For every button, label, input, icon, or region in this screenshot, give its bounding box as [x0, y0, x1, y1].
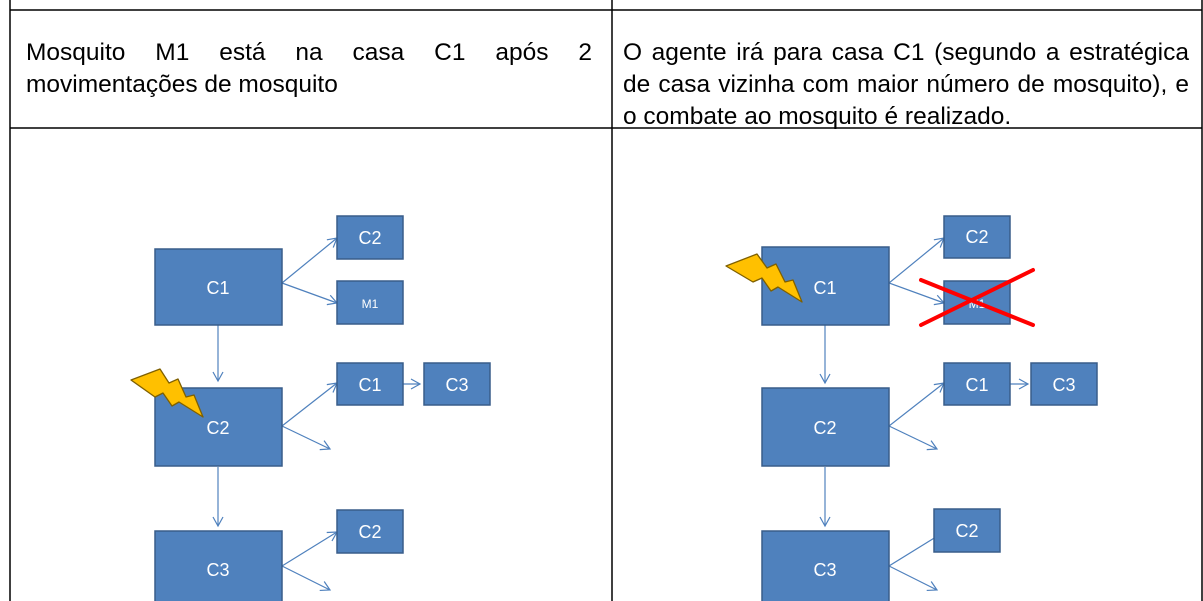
lightning-icon: [725, 253, 803, 303]
node-c1-top-child: [943, 215, 1011, 259]
node-c3-label: C3: [206, 560, 229, 580]
left-labels: C1 C2 M1 C2 C1 C3 C3 C2: [206, 228, 468, 580]
node-c1-top-child-label: C2: [358, 228, 381, 248]
right-diagram: C1 C2 M1 C2 C1 C3 C3 C2: [725, 215, 1098, 601]
node-c3-child-label: C2: [358, 522, 381, 542]
node-c1-label: C1: [813, 278, 836, 298]
node-c2-label: C2: [813, 418, 836, 438]
left-arrows: [212, 237, 422, 592]
cross-icon: [919, 268, 1035, 327]
node-mosquito-label: M1: [362, 297, 379, 311]
node-c3-child-label: C2: [955, 521, 978, 541]
node-c2-grandchild-label: C3: [445, 375, 468, 395]
node-c3: [761, 530, 890, 601]
right-caption: O agente irá para casa C1 (segundo a est…: [623, 39, 1189, 130]
node-c1: [154, 248, 283, 326]
right-labels: C1 C2 M1 C2 C1 C3 C3 C2: [813, 227, 1075, 580]
node-c1-top-child-label: C2: [965, 227, 988, 247]
arrow-c2-open: [888, 425, 939, 451]
node-c1-top-child: [336, 215, 404, 260]
arrow-c2-to-c1: [281, 382, 338, 427]
arrow-c1-to-m1: [888, 282, 946, 306]
arrow-c3-open: [281, 565, 332, 592]
right-arrows: [819, 237, 1030, 592]
arrow-c1-to-m1: [281, 282, 339, 306]
left-caption: Mosquito M1 está na casa C1 após 2 movim…: [26, 39, 592, 98]
node-c2-child-label: C1: [358, 375, 381, 395]
lightning-icon: [130, 368, 204, 418]
left-boxes: [154, 215, 491, 601]
node-c1-label: C1: [206, 278, 229, 298]
node-c3-label: C3: [813, 560, 836, 580]
node-c2-child: [336, 362, 404, 406]
node-c2: [761, 387, 890, 467]
table-grid: [9, 0, 1203, 601]
arrow-c2-to-c1: [888, 382, 945, 427]
node-c3-child: [336, 509, 404, 554]
node-c3: [154, 530, 283, 601]
arrow-c1-to-c2: [281, 237, 338, 284]
node-c2-grandchild: [1030, 362, 1098, 406]
right-boxes: [761, 215, 1098, 601]
node-c2-grandchild-label: C3: [1052, 375, 1075, 395]
node-c2-label: C2: [206, 418, 229, 438]
left-diagram: C1 C2 M1 C2 C1 C3 C3 C2: [130, 215, 491, 601]
arrow-c3-open: [888, 565, 939, 592]
arrow-c2-open: [281, 425, 332, 451]
arrow-c3-to-c2: [281, 531, 339, 567]
arrow-c1-to-c2: [888, 237, 945, 284]
node-c2-child: [943, 362, 1011, 406]
node-c2-child-label: C1: [965, 375, 988, 395]
node-mosquito-m1: [336, 280, 404, 325]
node-c2-grandchild: [423, 362, 491, 406]
node-c3-child: [933, 508, 1001, 553]
